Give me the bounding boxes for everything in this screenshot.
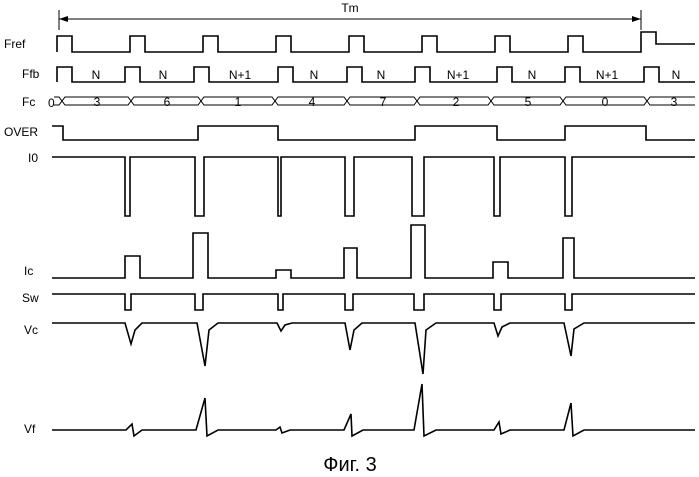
wave-vc	[52, 323, 695, 374]
ffb-segment-label: N	[92, 68, 101, 82]
ffb-segment-label: N	[528, 68, 537, 82]
fc-value-label: 6	[164, 95, 171, 109]
tm-dimension: Tm	[59, 1, 641, 30]
fc-value-label: 3	[94, 95, 101, 109]
fc-bus: 0	[48, 96, 695, 110]
ffb-segment-label: N+1	[596, 68, 619, 82]
ffb-segment-label: N	[310, 68, 319, 82]
wave-i0	[52, 157, 695, 216]
label-over: OVER	[4, 125, 38, 139]
ffb-segment-label: N	[159, 68, 168, 82]
label-ffb: Ffb	[22, 67, 40, 81]
fc-value-label: 3	[671, 95, 678, 109]
label-ic: Ic	[24, 264, 33, 278]
fc-value-label: 0	[602, 95, 609, 109]
label-vc: Vc	[24, 323, 38, 337]
fc-value-label: 7	[380, 95, 387, 109]
wave-sw	[52, 294, 695, 310]
fc-value-label: 1	[235, 95, 242, 109]
fc-initial-label: 0	[48, 96, 55, 110]
figure-caption: Фиг. 3	[323, 454, 376, 476]
ffb-segment-label: N	[377, 68, 386, 82]
wave-ic	[52, 225, 695, 278]
fc-value-label: 2	[453, 95, 460, 109]
wave-fref	[57, 32, 695, 52]
fc-value-label: 4	[309, 95, 316, 109]
tm-label: Tm	[341, 1, 358, 15]
ffb-segment-label: N+1	[447, 68, 470, 82]
label-sw: Sw	[22, 291, 39, 305]
ffb-segment-label: N	[672, 68, 681, 82]
tm-arrow-left-icon	[59, 16, 68, 22]
wave-vf	[52, 384, 695, 436]
ffb-segment-labels: N N N+1 N N N+1 N N+1 N	[92, 68, 681, 82]
tm-arrow-right-icon	[632, 16, 641, 22]
label-fc: Fc	[22, 95, 35, 109]
label-vf: Vf	[24, 422, 36, 436]
label-i0: I0	[28, 151, 38, 165]
label-fref: Fref	[4, 37, 26, 51]
fc-value-label: 5	[525, 95, 532, 109]
wave-over	[52, 126, 695, 140]
ffb-segment-label: N+1	[229, 68, 252, 82]
